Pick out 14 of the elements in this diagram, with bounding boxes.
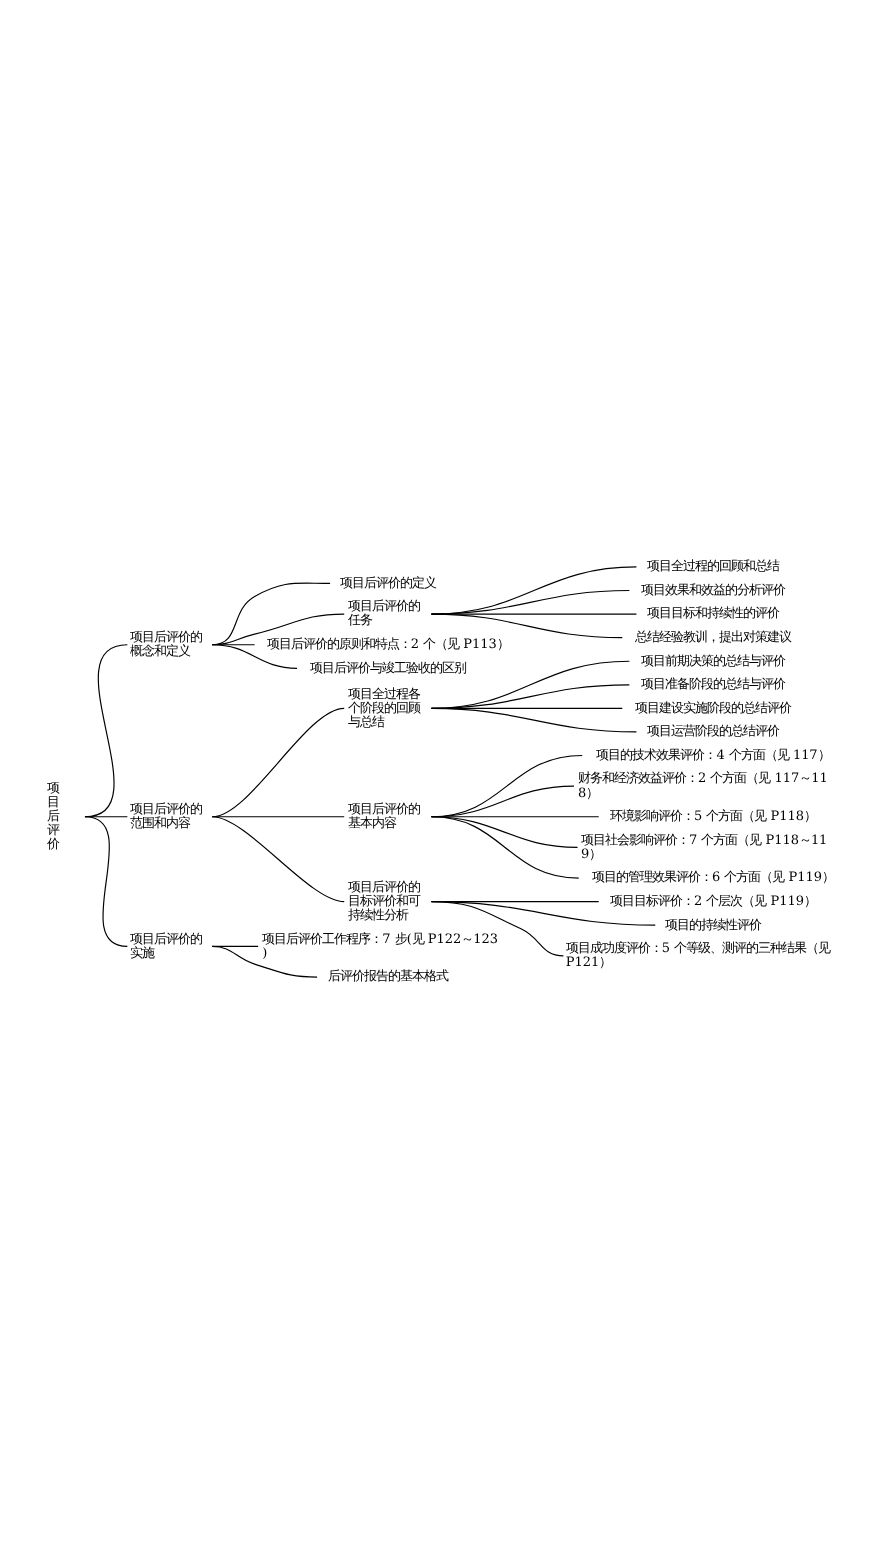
connector	[211, 815, 345, 902]
connector	[211, 706, 345, 817]
connector	[430, 612, 637, 614]
connector	[84, 815, 128, 946]
connector	[430, 565, 637, 614]
connector	[211, 815, 345, 817]
connector	[430, 706, 637, 732]
connector	[430, 612, 623, 638]
connector	[430, 815, 580, 878]
connector	[211, 944, 318, 977]
connector	[430, 900, 564, 956]
connector	[84, 815, 128, 817]
connector	[211, 643, 298, 668]
connector	[84, 643, 128, 817]
